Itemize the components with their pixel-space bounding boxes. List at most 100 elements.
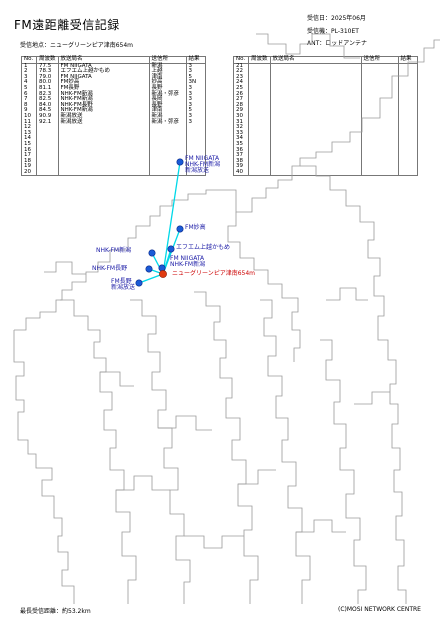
cell-no: 18	[21, 158, 37, 165]
header-no: No.	[21, 56, 37, 64]
cell-result	[397, 125, 418, 131]
header-result: 結果	[397, 56, 418, 64]
table-row: 38	[233, 158, 418, 165]
cell-result	[397, 80, 418, 86]
cell-no: 12	[21, 125, 37, 131]
table-row: 37	[233, 152, 418, 159]
cell-result: 3	[185, 102, 206, 109]
cell-no: 2	[21, 69, 37, 75]
header-result: 結果	[185, 56, 206, 64]
cell-no: 28	[233, 102, 249, 109]
reception-location: 受信地点：ニューグリーンピア津南654m	[20, 42, 133, 49]
boundary-line	[194, 291, 259, 604]
label-fm-niigata-tsunan: FM NIIGATA	[170, 255, 205, 262]
table-row: 28	[233, 102, 418, 109]
table-row: 34	[233, 136, 418, 142]
label-nhk-niigata-tsunan: NHK-FM新潟	[170, 261, 206, 268]
prefecture-boundaries	[13, 33, 440, 604]
station-markers	[135, 158, 184, 287]
boundary-line	[226, 39, 440, 213]
table-row: 27	[233, 97, 418, 103]
table-row: 21	[233, 63, 418, 70]
cell-no: 7	[21, 97, 37, 103]
boundary-line	[158, 415, 212, 431]
cell-result	[397, 85, 418, 92]
table-row: 40	[233, 169, 418, 177]
cell-no: 29	[233, 108, 249, 114]
cell-result	[185, 153, 206, 159]
boundary-line	[354, 391, 390, 405]
cell-no: 19	[21, 164, 37, 170]
table-row: 31	[233, 119, 418, 126]
cell-result: 3	[185, 113, 206, 120]
table-row: 26	[233, 91, 418, 98]
cell-result: 3	[185, 119, 206, 126]
label-fm-niigata-niigata: FM NIIGATA	[185, 155, 220, 162]
cell-result	[185, 141, 206, 148]
cell-no: 31	[233, 119, 249, 126]
cell-no: 27	[233, 97, 249, 103]
link-line	[162, 161, 181, 275]
copyright-credit: (C)MOSI NETWORK CENTRE	[338, 606, 421, 613]
table-row: 29	[233, 108, 418, 114]
boundary-line	[227, 212, 301, 362]
table-row: 32	[233, 125, 418, 131]
label-receive-point: ニューグリーンピア津南654m	[172, 270, 255, 277]
boundary-line	[120, 189, 226, 251]
table-header-row: No. 周波数 放送局名 送信所 結果	[233, 56, 418, 64]
cell-result: 3N	[185, 80, 206, 86]
cell-no: 1	[21, 63, 37, 70]
cell-no: 38	[233, 158, 249, 165]
cell-no: 37	[233, 152, 249, 159]
header-no: No.	[233, 56, 249, 64]
receive-point-marker	[159, 270, 167, 278]
cell-result	[185, 169, 206, 177]
boundary-line	[260, 299, 311, 604]
cell-result	[397, 147, 418, 154]
cell-no: 10	[21, 113, 37, 120]
station-marker-niigata	[176, 158, 184, 166]
table-row: 16	[21, 147, 206, 154]
cell-result	[397, 63, 418, 70]
cell-no: 22	[233, 69, 249, 75]
label-fm-myoko: FM妙高	[185, 224, 206, 231]
cell-result	[397, 69, 418, 75]
cell-no: 9	[21, 108, 37, 114]
label-bsn-nagano: 新潟放送	[111, 284, 136, 291]
link-line	[138, 273, 164, 284]
cell-result	[397, 74, 418, 81]
cell-no: 15	[21, 141, 37, 148]
station-marker-myoko	[176, 225, 184, 233]
antenna-type: ANT：ロッドアンテナ	[307, 40, 368, 47]
max-distance: 最長受信距離：約53.2km	[20, 608, 91, 615]
cell-result	[397, 141, 418, 148]
table-row: 22	[233, 69, 418, 75]
table-row: 25	[233, 85, 418, 92]
cell-no: 25	[233, 85, 249, 92]
table-row: 23	[233, 74, 418, 81]
cell-no: 17	[21, 152, 37, 159]
station-marker-nagano-nhk	[145, 265, 153, 273]
cell-result: 3	[185, 63, 206, 70]
cell-result: 3	[185, 85, 206, 92]
table-row: 24	[233, 80, 418, 86]
station-marker-joetsu	[167, 245, 175, 253]
cell-no: 14	[21, 136, 37, 142]
station-marker-nagaoka	[148, 249, 156, 257]
table-row: 39	[233, 164, 418, 170]
boundary-line	[14, 249, 120, 331]
boundary-line	[300, 165, 407, 604]
cell-result	[397, 91, 418, 98]
boundary-line	[13, 330, 75, 604]
cell-no: 39	[233, 164, 249, 170]
table-row: 30	[233, 113, 418, 120]
cell-result	[397, 130, 418, 137]
cell-no: 33	[233, 130, 249, 137]
table-row: 13	[21, 130, 206, 137]
cell-no: 32	[233, 125, 249, 131]
cell-result	[185, 158, 206, 165]
